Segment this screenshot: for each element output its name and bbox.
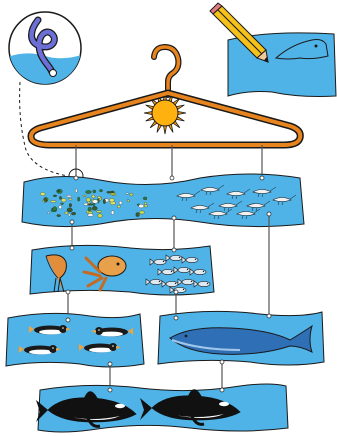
phytoplankton-cell (59, 205, 62, 209)
phytoplankton-cell (60, 203, 63, 205)
string-attachment-dot (70, 246, 74, 250)
phytoplankton-cell (144, 202, 146, 205)
phytoplankton-cell (103, 199, 105, 203)
phytoplankton-cell (68, 214, 70, 217)
phytoplankton-cell (88, 214, 94, 217)
phytoplankton-cell (92, 195, 96, 198)
panel-whale (158, 311, 324, 365)
phytoplankton-cell (61, 198, 66, 202)
string-attachment-dot (260, 176, 264, 180)
phytoplankton-cell (67, 195, 72, 197)
phytoplankton-cell (53, 195, 57, 197)
phytoplankton-cell (50, 200, 56, 202)
phytoplankton-cell (57, 215, 61, 217)
phytoplankton-cell (59, 196, 61, 199)
phytoplankton-cell (117, 205, 120, 208)
phytoplankton-cell (67, 208, 72, 212)
phytoplankton-cell (47, 212, 49, 214)
phytoplankton-cell (71, 212, 75, 215)
phytoplankton-cell (92, 206, 97, 210)
phytoplankton-cell (140, 211, 145, 214)
phytoplankton-cell (88, 207, 91, 211)
phytoplankton-cell (92, 200, 98, 204)
string-attachment-dot (74, 176, 78, 180)
phytoplankton-cell (107, 191, 111, 193)
panel-penguins (6, 313, 144, 367)
hanger-strings (76, 145, 262, 178)
phytoplankton-cell (57, 190, 59, 192)
string-attachment-dot (267, 314, 271, 318)
phytoplankton-cell (86, 190, 92, 193)
string-attachment-dot (220, 360, 224, 364)
phytoplankton-cell (83, 195, 87, 197)
phytoplankton-cell (40, 192, 45, 196)
strings-level-2 (68, 292, 176, 318)
phytoplankton-cell (93, 190, 96, 193)
sketched-whale-eye (315, 45, 318, 48)
string-attachment-dot (220, 388, 224, 392)
phytoplankton-cell (87, 204, 93, 206)
phytoplankton-cell (64, 212, 68, 214)
phytoplankton-cell (98, 214, 103, 218)
phytoplankton-cell (53, 207, 57, 211)
phytoplankton-cell (109, 198, 114, 202)
pencil-drawing-card (210, 3, 336, 97)
phytoplankton-cell (111, 211, 114, 215)
phytoplankton-cell (69, 203, 72, 207)
string-attachment-dot (170, 176, 174, 180)
string-attachment-dot (172, 216, 176, 220)
phytoplankton-cell (143, 197, 147, 200)
string-attachment-dot (267, 212, 271, 216)
phytoplankton-cell (126, 193, 129, 195)
phytoplankton-cell (130, 193, 133, 196)
phytoplankton-cell (136, 213, 140, 217)
panel-plankton (22, 174, 304, 227)
phytoplankton-cell (139, 204, 144, 208)
phytoplankton-cell (144, 205, 147, 208)
string-attachment-dot (174, 316, 178, 320)
phytoplankton-cell (75, 189, 77, 193)
string-attachment-dot (174, 290, 178, 294)
string-attachment-dot (108, 362, 112, 366)
phytoplankton-cell (86, 198, 90, 202)
phytoplankton-cell (97, 196, 100, 198)
panel-orcas (36, 384, 288, 432)
phytoplankton-cell (99, 189, 102, 192)
phytoplankton-cell (44, 197, 48, 201)
phytoplankton-cell (78, 197, 80, 201)
string-attachment-dot (70, 220, 74, 224)
string-attachment-dot (172, 248, 176, 252)
string-attachment-dot (66, 290, 70, 294)
phytoplankton-cell (127, 200, 129, 202)
phytoplankton-cell (69, 198, 72, 200)
phytoplankton-cell (119, 201, 122, 204)
phytoplankton-cell (96, 211, 101, 213)
phytoplankton-cell (110, 193, 115, 195)
string-attachment-dot (66, 318, 70, 322)
knot-detail-inset (5, 12, 90, 176)
panel-squid-fish (30, 245, 214, 295)
string-attachment-dot (108, 388, 112, 392)
